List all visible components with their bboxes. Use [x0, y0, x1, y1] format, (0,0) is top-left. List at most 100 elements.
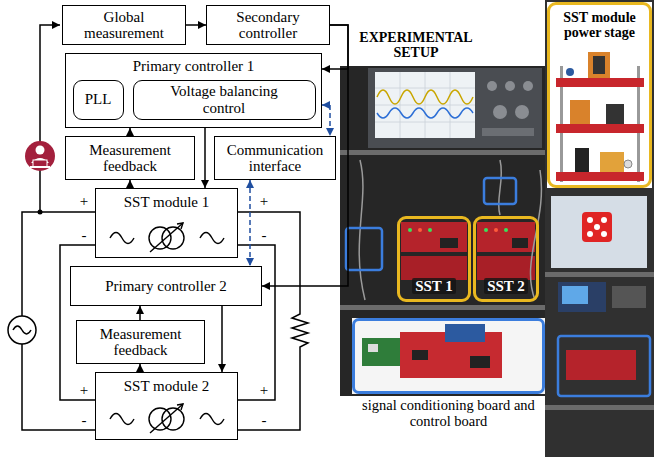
- process-box: Global measurement: [62, 5, 186, 45]
- sst-symbols: [110, 233, 134, 244]
- instrument: [562, 286, 588, 304]
- sst-symbols: [177, 223, 183, 229]
- oscilloscope: [505, 81, 515, 91]
- monitor: [587, 217, 593, 223]
- power-stage-inset: [556, 124, 644, 133]
- node-label: SST module 1: [124, 194, 210, 210]
- power-stage-inset: [547, 2, 652, 188]
- circuit-wire: [60, 245, 95, 400]
- sst-symbols: [200, 414, 224, 425]
- oscilloscope: [377, 90, 473, 104]
- terminal-polarity: +: [79, 194, 89, 209]
- attacker-icon: [33, 160, 47, 167]
- process-box: Primary controller 2: [70, 266, 262, 306]
- photo-callout: SST module power stage: [547, 2, 652, 188]
- power-stage-inset: [570, 100, 590, 124]
- instrument: [612, 286, 646, 308]
- board-inset: [352, 318, 545, 394]
- terminal-polarity: -: [81, 413, 88, 428]
- circuit-wire: [238, 352, 300, 430]
- power-stage-inset: [556, 78, 644, 87]
- power-board: [428, 228, 432, 232]
- attacker-icon: [30, 166, 50, 168]
- power-board: [401, 222, 535, 280]
- circuit-wire: [238, 245, 275, 400]
- sst-symbols: [177, 404, 183, 410]
- controller-group: PLL Voltage balancing control Primary cont…: [65, 53, 322, 128]
- signal-arrow: [129, 180, 131, 188]
- instrument: [558, 282, 606, 312]
- sst-symbols: [150, 223, 183, 252]
- board-inset: [362, 338, 400, 366]
- group-heading: Primary controller 1: [133, 58, 255, 74]
- interface-box: [346, 228, 382, 270]
- function-box: PLL: [73, 80, 124, 120]
- node-label: Voltage balancing control: [159, 83, 289, 115]
- interface-box: [346, 178, 650, 396]
- power-board: [408, 228, 412, 232]
- monitor: [594, 224, 600, 230]
- photo-callout: signal conditioning board and control bo…: [352, 318, 545, 394]
- cable: [531, 170, 542, 300]
- sst-module-box: SST module 1: [95, 188, 238, 258]
- power-board: [484, 228, 488, 232]
- sst-module-box: SST module 2: [95, 372, 238, 440]
- terminal-polarity: +: [259, 194, 269, 209]
- power-stage-inset: [606, 104, 624, 124]
- monitor: [601, 217, 607, 223]
- oscilloscope: [515, 105, 529, 119]
- attacker-icon: [25, 141, 55, 171]
- node-label: PLL: [85, 91, 112, 107]
- oscilloscope: [493, 105, 507, 119]
- cable: [359, 160, 365, 300]
- rack-shelf: [545, 405, 654, 410]
- interface-box: [484, 178, 516, 204]
- control-board: [566, 350, 636, 380]
- process-box: Secondary controller: [206, 5, 330, 45]
- sst-symbols: [150, 404, 183, 433]
- circuit-wire: [40, 25, 60, 212]
- signal-arrow: [139, 306, 141, 320]
- photo-background: [340, 66, 545, 396]
- terminal-polarity: +: [259, 383, 269, 398]
- oscilloscope: [523, 81, 533, 91]
- node-label: SST module power stage: [552, 10, 647, 40]
- power-stage-inset: [556, 172, 644, 181]
- process-box: Measurement feedback: [76, 320, 205, 364]
- monitor: [582, 212, 612, 242]
- oscilloscope: [487, 81, 497, 91]
- circuit-wire: [238, 212, 300, 310]
- rack-shelf: [340, 150, 654, 410]
- ac-source-symbol: [8, 316, 36, 344]
- circuit-wire: [22, 25, 300, 430]
- power-board: [477, 222, 535, 252]
- node-label: Measurement feedback: [91, 326, 191, 358]
- photo-callout: SST 1: [397, 216, 471, 302]
- board-inset: [352, 318, 545, 394]
- function-box: Voltage balancing control: [133, 80, 316, 120]
- board-inset: [412, 350, 428, 360]
- node-label: signal conditioning board and control bo…: [349, 398, 549, 429]
- ac-source-symbol: [13, 326, 31, 334]
- circuit-wire: [22, 212, 95, 316]
- oscilloscope: [375, 72, 475, 138]
- sst-symbols: [149, 408, 171, 430]
- resistor-symbol: [292, 310, 308, 352]
- monitor: [587, 231, 593, 237]
- process-box: Measurement feedback: [65, 136, 195, 180]
- node-label: SST module 2: [124, 378, 210, 394]
- board-inset: [470, 356, 490, 368]
- power-board: [401, 222, 467, 252]
- node-label: Communication interface: [220, 142, 330, 174]
- node-label: Global measurement: [74, 9, 174, 41]
- monitor: [551, 196, 647, 268]
- power-board: [477, 256, 535, 280]
- communication-link: [322, 105, 330, 136]
- terminal-polarity: -: [261, 228, 268, 243]
- power-stage-inset: [575, 148, 589, 172]
- sst-symbols: [149, 227, 171, 249]
- node-label: SST 1: [412, 278, 456, 294]
